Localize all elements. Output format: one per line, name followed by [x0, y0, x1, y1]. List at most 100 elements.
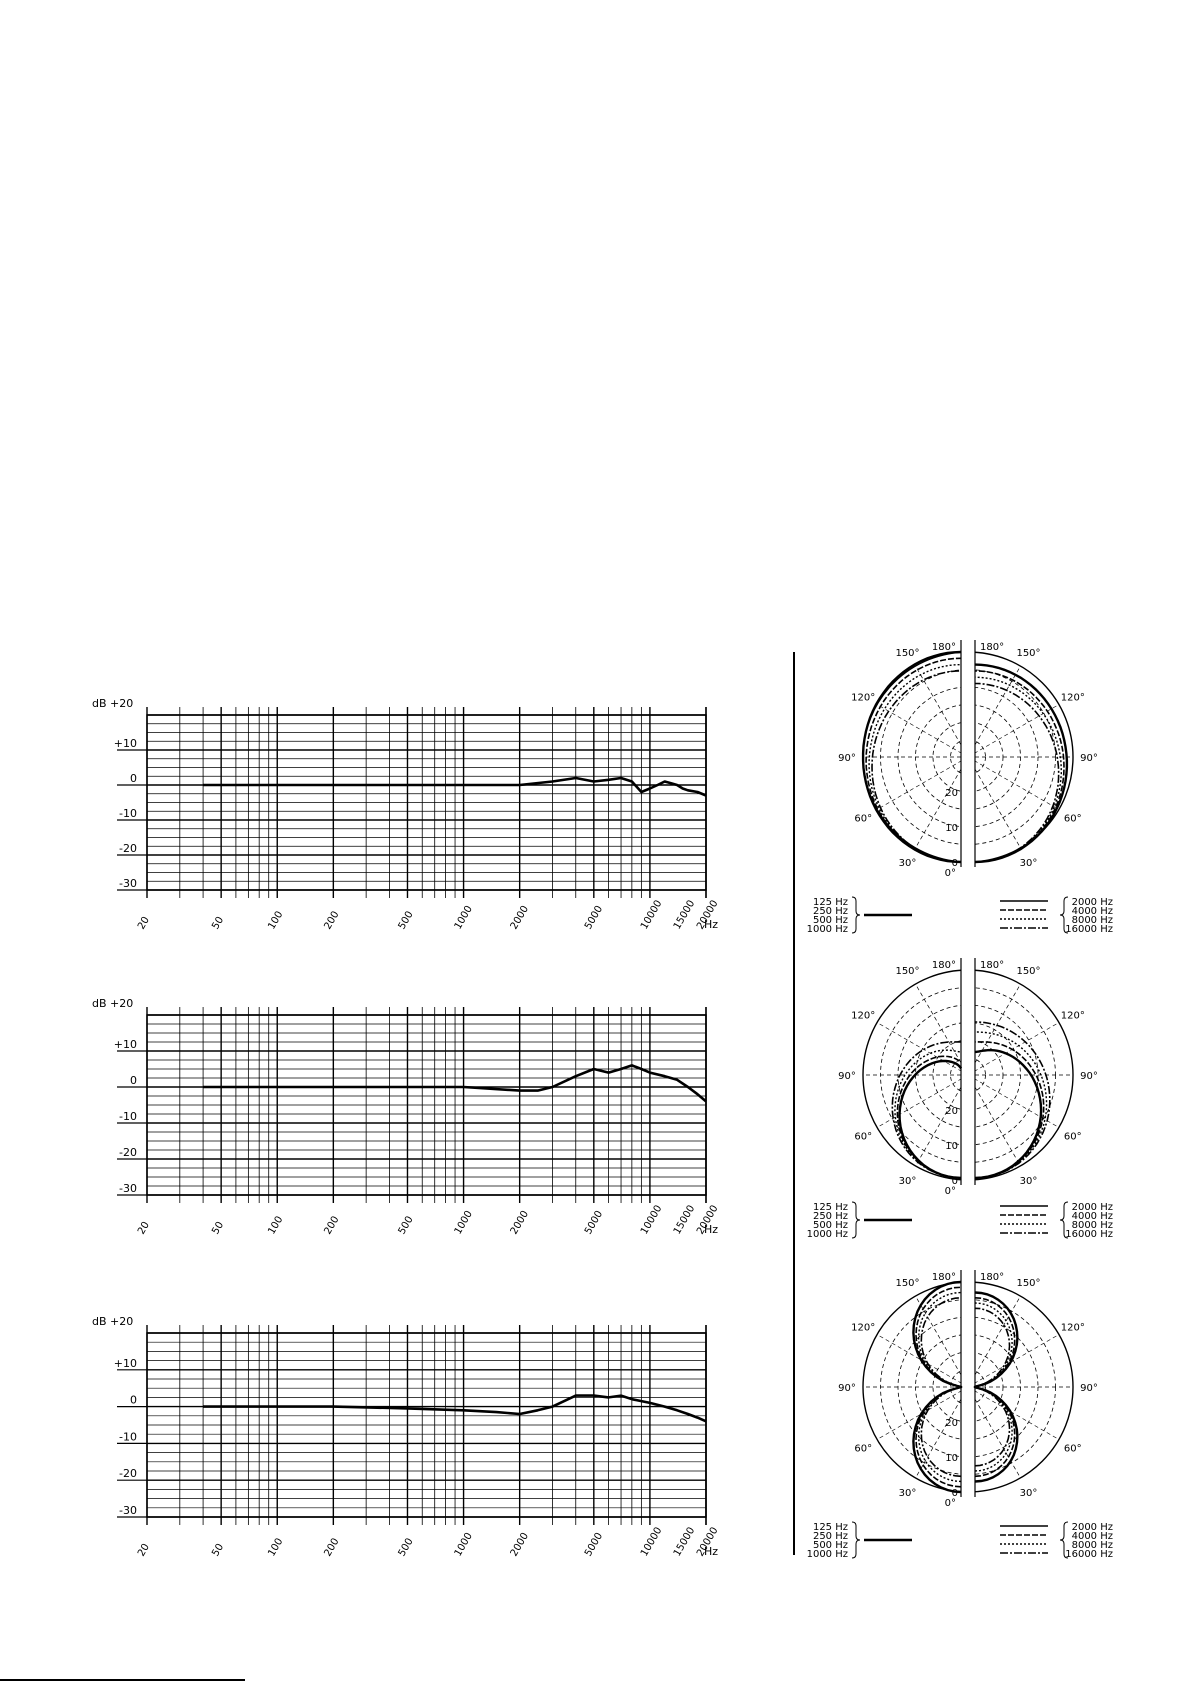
y-tick-label: -20	[119, 1146, 137, 1159]
legend-bracket-right	[1059, 1521, 1069, 1559]
polar-pattern-curve	[917, 1291, 962, 1483]
polar-angle-label: 150°	[895, 1278, 919, 1289]
x-axis-unit-label: Hz	[704, 918, 718, 931]
polar-pattern-curve	[871, 670, 962, 863]
x-tick-label: 200	[322, 909, 341, 931]
x-tick-label: 50	[210, 1220, 226, 1237]
polar-angle-label: 120°	[1061, 1323, 1085, 1334]
polar-angle-label: 120°	[1061, 693, 1085, 704]
polar-angle-label: 150°	[1016, 1278, 1040, 1289]
legend-label-right: 4000 Hz	[1072, 1531, 1113, 1542]
polar-spoke	[915, 1295, 969, 1388]
legend-label-right: 2000 Hz	[1072, 897, 1113, 908]
x-tick-label: 20	[136, 1542, 152, 1559]
polar-angle-label: 60°	[1064, 1132, 1082, 1143]
polar-angle-label: 180°	[932, 642, 956, 653]
legend-label-right: 2000 Hz	[1072, 1202, 1113, 1213]
legend-label-left: 1000 Hz	[807, 924, 848, 935]
x-tick-label: 500	[397, 909, 416, 931]
polar-angle-label: 150°	[895, 966, 919, 977]
legend-bracket-right	[1059, 896, 1069, 934]
legend-label-right: 16000 Hz	[1065, 924, 1113, 935]
polar-angle-label: 30°	[899, 1488, 917, 1499]
polar-angle-label: 90°	[838, 1071, 856, 1082]
x-tick-label: 100	[266, 1214, 285, 1236]
y-tick-label: +10	[114, 737, 137, 750]
polar-angle-label: 30°	[899, 1176, 917, 1187]
polar-angle-label: 0°	[945, 1498, 956, 1509]
x-tick-label: 10000	[639, 1203, 664, 1236]
y-tick-label: -30	[119, 1182, 137, 1195]
x-tick-label: 10000	[639, 898, 664, 931]
polar-ring-label: 10	[945, 823, 958, 834]
y-tick-label: 0	[130, 1074, 137, 1087]
y-tick-label: -20	[119, 842, 137, 855]
legend-label-right: 8000 Hz	[1072, 915, 1113, 926]
polar-ring-label: 20	[945, 1418, 958, 1429]
x-tick-label: 15000	[672, 1525, 697, 1558]
polar-pattern-curve	[896, 1055, 962, 1179]
y-tick-label: +10	[114, 1038, 137, 1051]
polar-angle-label: 0°	[945, 868, 956, 879]
polar-spoke	[967, 1074, 1021, 1167]
polar-angle-label: 60°	[854, 1132, 872, 1143]
polar-pattern-curve	[891, 1041, 962, 1179]
polar-ring-label: 20	[945, 1106, 958, 1117]
polar-pattern-curve	[894, 1049, 962, 1179]
polar-ring-label: 10	[945, 1141, 958, 1152]
x-tick-label: 20	[136, 1220, 152, 1237]
polar-angle-label: 120°	[851, 1011, 875, 1022]
polar-angle-label: 180°	[980, 960, 1004, 971]
legend-bracket-left	[851, 1521, 861, 1559]
polar-spoke	[876, 704, 969, 758]
polar-spoke	[967, 704, 1060, 758]
polar-ring-label: 0	[952, 858, 958, 869]
x-tick-label: 15000	[672, 898, 697, 931]
legend-label-right: 2000 Hz	[1072, 1522, 1113, 1533]
polar-spoke	[915, 983, 969, 1076]
legend-label-left: 500 Hz	[813, 1540, 848, 1551]
legend-label-left: 500 Hz	[813, 1220, 848, 1231]
polar-pattern-curve	[868, 663, 962, 863]
polar-diagram-3: 180°180°150°150°120°120°90°90°60°60°30°3…	[807, 1270, 1113, 1560]
polar-angle-label: 90°	[838, 753, 856, 764]
x-tick-label: 5000	[583, 904, 605, 932]
polar-spoke	[915, 1074, 969, 1167]
y-tick-label: -10	[119, 1430, 137, 1443]
x-tick-label: 500	[397, 1214, 416, 1236]
polar-angle-label: 60°	[1064, 814, 1082, 825]
polar-center-gap	[961, 640, 975, 874]
polar-pattern-curve	[974, 1041, 1045, 1179]
legend-label-left: 500 Hz	[813, 915, 848, 926]
response-curve	[203, 1064, 707, 1103]
polar-angle-label: 0°	[945, 1186, 956, 1197]
polar-pattern-curve	[865, 657, 962, 863]
x-tick-label: 2000	[509, 904, 531, 932]
x-tick-label: 500	[397, 1536, 416, 1558]
y-tick-label: -20	[119, 1467, 137, 1480]
y-tick-label: 0	[130, 1394, 137, 1407]
polar-spoke	[967, 1386, 1021, 1479]
x-tick-label: 200	[322, 1214, 341, 1236]
legend-bracket-left	[851, 896, 861, 934]
polar-spoke	[967, 756, 1021, 849]
y-axis-top-label: dB +20	[92, 1315, 133, 1328]
legend-bracket-right	[1059, 1201, 1069, 1239]
polar-angle-label: 180°	[980, 642, 1004, 653]
polar-angle-label: 90°	[1080, 1383, 1098, 1394]
polar-diagram-2: 180°180°150°150°120°120°90°90°60°60°30°3…	[807, 958, 1113, 1240]
legend-label-right: 8000 Hz	[1072, 1220, 1113, 1231]
legend-label-left: 250 Hz	[813, 906, 848, 917]
polar-ring-label: 0	[952, 1488, 958, 1499]
y-tick-label: -10	[119, 1110, 137, 1123]
polar-ring-label: 20	[945, 788, 958, 799]
x-tick-label: 100	[266, 909, 285, 931]
x-tick-label: 2000	[509, 1531, 531, 1559]
polar-pattern-curve	[898, 1059, 962, 1180]
polar-spoke	[967, 983, 1021, 1076]
x-tick-label: 200	[322, 1536, 341, 1558]
